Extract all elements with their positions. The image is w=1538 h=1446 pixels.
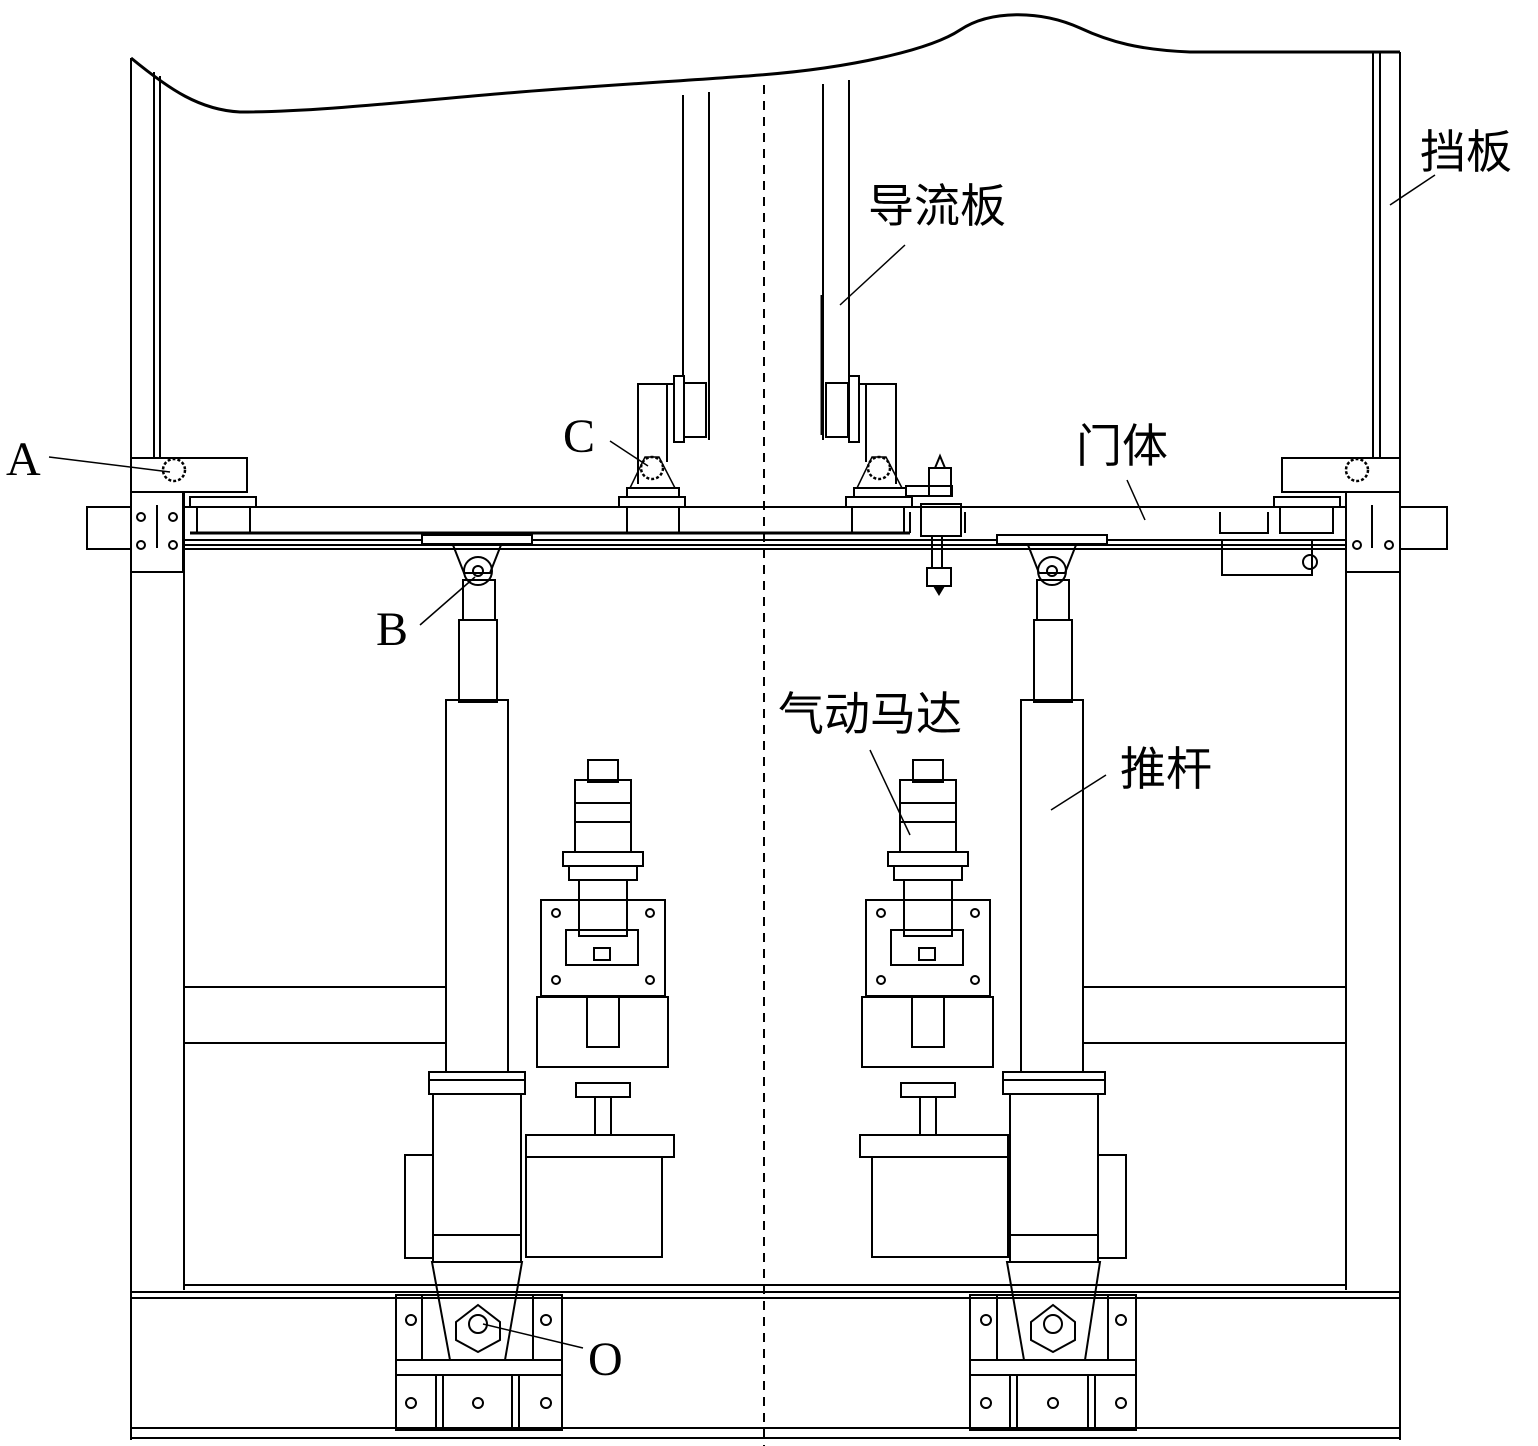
label-push-rod: 推杆 (1120, 742, 1212, 796)
label-guide-plate: 导流板 (868, 179, 1006, 233)
push-rod-right (1002, 699, 1127, 1361)
mid-frame-beams (131, 986, 1400, 1439)
label-door-body: 门体 (1076, 419, 1168, 473)
break-line (130, 13, 1400, 114)
hinge-a-assembly (130, 457, 257, 573)
hinge-c-left (618, 455, 686, 534)
right-baffle (1345, 52, 1401, 1440)
pneumatic-motor-right (859, 759, 1009, 1258)
label-pneumatic-motor: 气动马达 (778, 687, 962, 741)
hinge-right-assembly (1219, 457, 1401, 576)
guide-plate-right (820, 80, 897, 484)
door-body (86, 506, 1448, 550)
leader-lines (48, 174, 1436, 1349)
label-o: O (588, 1333, 623, 1386)
label-baffle: 挡板 (1420, 125, 1512, 179)
label-a: A (6, 433, 41, 486)
pivot-o-left (395, 1294, 563, 1431)
pivot-b-left (421, 534, 533, 703)
label-b: B (376, 603, 408, 656)
push-rod-left (404, 699, 526, 1361)
label-c: C (563, 410, 595, 463)
hinge-c-right (845, 455, 913, 534)
left-baffle (130, 58, 185, 1440)
guide-plate-left (637, 92, 710, 484)
pneumatic-motor-left (525, 759, 675, 1258)
pivot-o-right (969, 1294, 1137, 1431)
lock-cylinder (905, 453, 966, 596)
pivot-b-right (996, 534, 1108, 703)
